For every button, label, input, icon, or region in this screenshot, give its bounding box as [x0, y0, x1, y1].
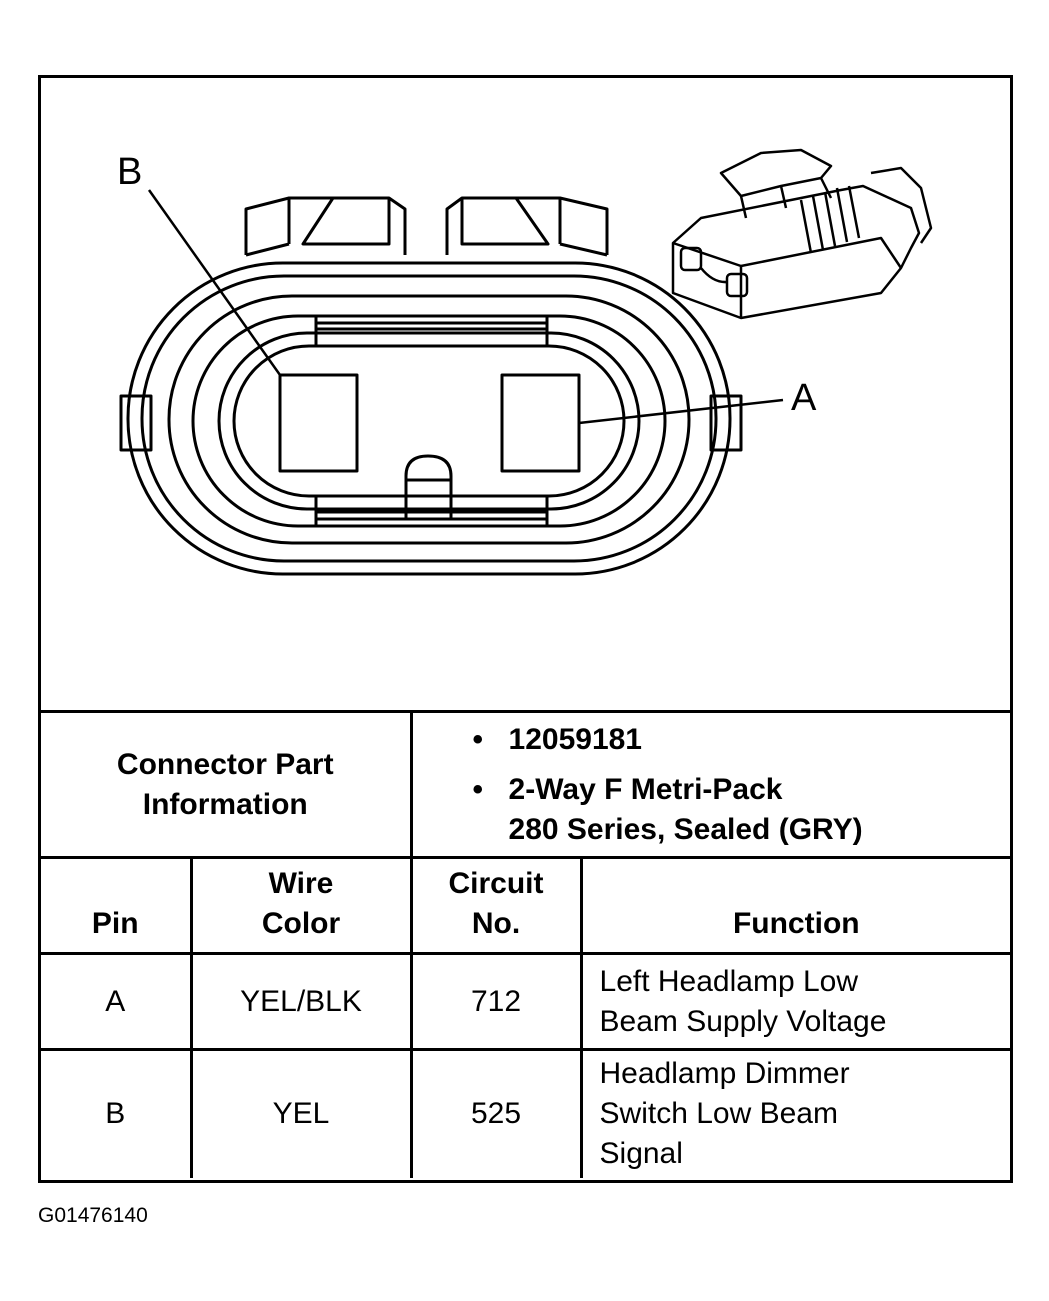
part-number-item: • 12059181	[473, 720, 1011, 760]
side-tab-left	[119, 394, 153, 452]
polarizing-key	[404, 454, 453, 518]
row-b-circuit: 525	[409, 1048, 583, 1178]
table-header-row: Pin Wire Color Circuit No. Function	[41, 856, 1011, 955]
connector-info-row: Connector Part Information • 12059181 • …	[41, 710, 1011, 859]
terminal-cavity-a	[500, 373, 581, 473]
leader-line-a	[578, 398, 784, 425]
terminal-cavity-b	[278, 373, 359, 473]
table-row: B YEL 525 Headlamp Dimmer Switch Low Bea…	[41, 1048, 1011, 1178]
table-row: A YEL/BLK 712 Left Headlamp Low Beam Sup…	[41, 952, 1011, 1051]
row-b-pin: B	[41, 1048, 193, 1178]
connector-type-line1: 2-Way F Metri-Pack	[508, 772, 783, 806]
header-circuit-no: Circuit No.	[409, 856, 583, 955]
connector-info-label: Connector Part Information	[41, 710, 413, 859]
connector-type-item: • 2-Way F Metri-Pack 280 Series, Sealed …	[473, 770, 1011, 850]
connector-diagram: B A	[41, 78, 1010, 710]
top-latch-left	[244, 196, 407, 257]
row-a-circuit: 712	[409, 952, 583, 1051]
connector-type-line2: 280 Series, Sealed (GRY)	[508, 812, 863, 846]
leader-line-b	[147, 189, 282, 376]
row-a-function: Left Headlamp Low Beam Supply Voltage	[579, 952, 1011, 1051]
row-a-pin: A	[41, 952, 193, 1051]
connector-info-list: • 12059181 • 2-Way F Metri-Pack 280 Seri…	[409, 710, 1011, 859]
header-pin: Pin	[41, 856, 193, 955]
row-b-function: Headlamp Dimmer Switch Low Beam Signal	[579, 1048, 1011, 1178]
connector-illustration-icon	[671, 148, 933, 320]
connector-figure-frame: B A Connector Part Information • 1205918…	[38, 75, 1013, 1183]
row-b-wire-color: YEL	[189, 1048, 413, 1178]
part-number: 12059181	[508, 722, 642, 756]
header-function: Function	[579, 856, 1011, 955]
callout-a: A	[791, 377, 817, 419]
header-wire-color: Wire Color	[189, 856, 413, 955]
callout-b: B	[117, 151, 142, 193]
row-a-wire-color: YEL/BLK	[189, 952, 413, 1051]
connector-housing	[126, 261, 732, 576]
figure-code: G01476140	[38, 1204, 148, 1227]
connector-table: Connector Part Information • 12059181 • …	[41, 710, 1011, 1178]
top-latch-right	[445, 196, 609, 257]
